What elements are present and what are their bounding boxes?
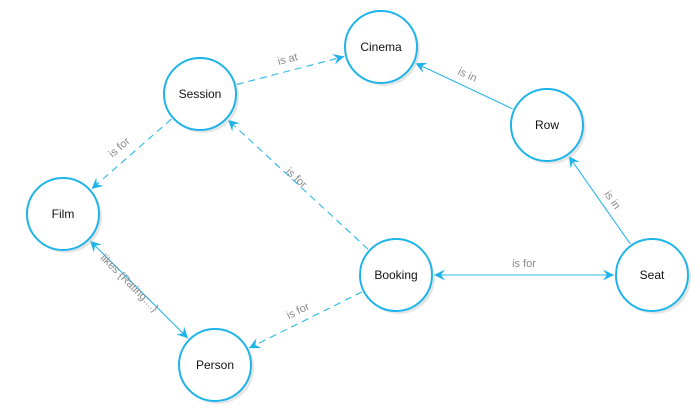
node-label: Booking: [374, 268, 417, 282]
edge-line[interactable]: [89, 240, 189, 339]
edge-label: is for: [283, 166, 309, 191]
node-seat[interactable]: Seat: [615, 238, 691, 314]
node-film[interactable]: Film: [26, 177, 102, 253]
edge-booking-person[interactable]: is for: [248, 291, 363, 349]
edge-booking-seat[interactable]: is for: [434, 258, 614, 281]
node-circle[interactable]: [510, 88, 584, 162]
node-row[interactable]: Row: [510, 88, 586, 164]
node-label: Session: [179, 87, 222, 101]
node-label: Film: [52, 207, 75, 221]
node-circle[interactable]: [26, 177, 100, 251]
arrow-head-icon: [249, 338, 262, 349]
edge-film-person[interactable]: likes {Rating:...}: [89, 240, 189, 339]
edge-label: is for: [107, 135, 133, 160]
node-circle[interactable]: [359, 238, 433, 312]
node-label: Seat: [640, 268, 665, 282]
edge-label: is in: [456, 66, 479, 85]
arrow-head-icon: [434, 269, 445, 281]
node-label: Cinema: [360, 40, 402, 54]
arrow-head-icon: [89, 240, 102, 253]
edge-seat-row[interactable]: is in: [568, 155, 631, 245]
arrow-head-icon: [568, 156, 580, 169]
edge-label: is at: [276, 51, 299, 68]
edge-booking-session[interactable]: is for: [227, 119, 369, 250]
edge-session-cinema[interactable]: is at: [236, 51, 345, 85]
node-circle[interactable]: [163, 57, 237, 131]
arrow-head-icon: [227, 119, 240, 132]
arrow-head-icon: [332, 53, 345, 65]
node-session[interactable]: Session: [163, 57, 239, 133]
edge-line[interactable]: [227, 119, 369, 250]
node-cinema[interactable]: Cinema: [344, 10, 420, 86]
node-circle[interactable]: [344, 10, 418, 84]
edge-line[interactable]: [415, 62, 513, 110]
edge-label: is in: [601, 189, 622, 212]
edge-line[interactable]: [236, 56, 345, 85]
edge-row-cinema[interactable]: is in: [415, 62, 513, 110]
edge-session-film[interactable]: is for: [91, 118, 172, 190]
node-booking[interactable]: Booking: [359, 238, 435, 314]
arrow-head-icon: [91, 177, 104, 189]
node-label: Person: [196, 358, 234, 372]
node-circle[interactable]: [178, 328, 252, 402]
edge-label: likes {Rating:...}: [98, 252, 161, 315]
node-label: Row: [535, 118, 559, 132]
arrow-head-icon: [176, 326, 189, 339]
node-person[interactable]: Person: [178, 328, 254, 404]
edge-line[interactable]: [568, 155, 631, 245]
arrow-head-icon: [415, 62, 428, 73]
arrow-head-icon: [603, 269, 614, 281]
edge-line[interactable]: [248, 291, 363, 349]
edge-line[interactable]: [91, 118, 172, 190]
node-circle[interactable]: [615, 238, 689, 312]
edge-label: is for: [512, 258, 536, 270]
